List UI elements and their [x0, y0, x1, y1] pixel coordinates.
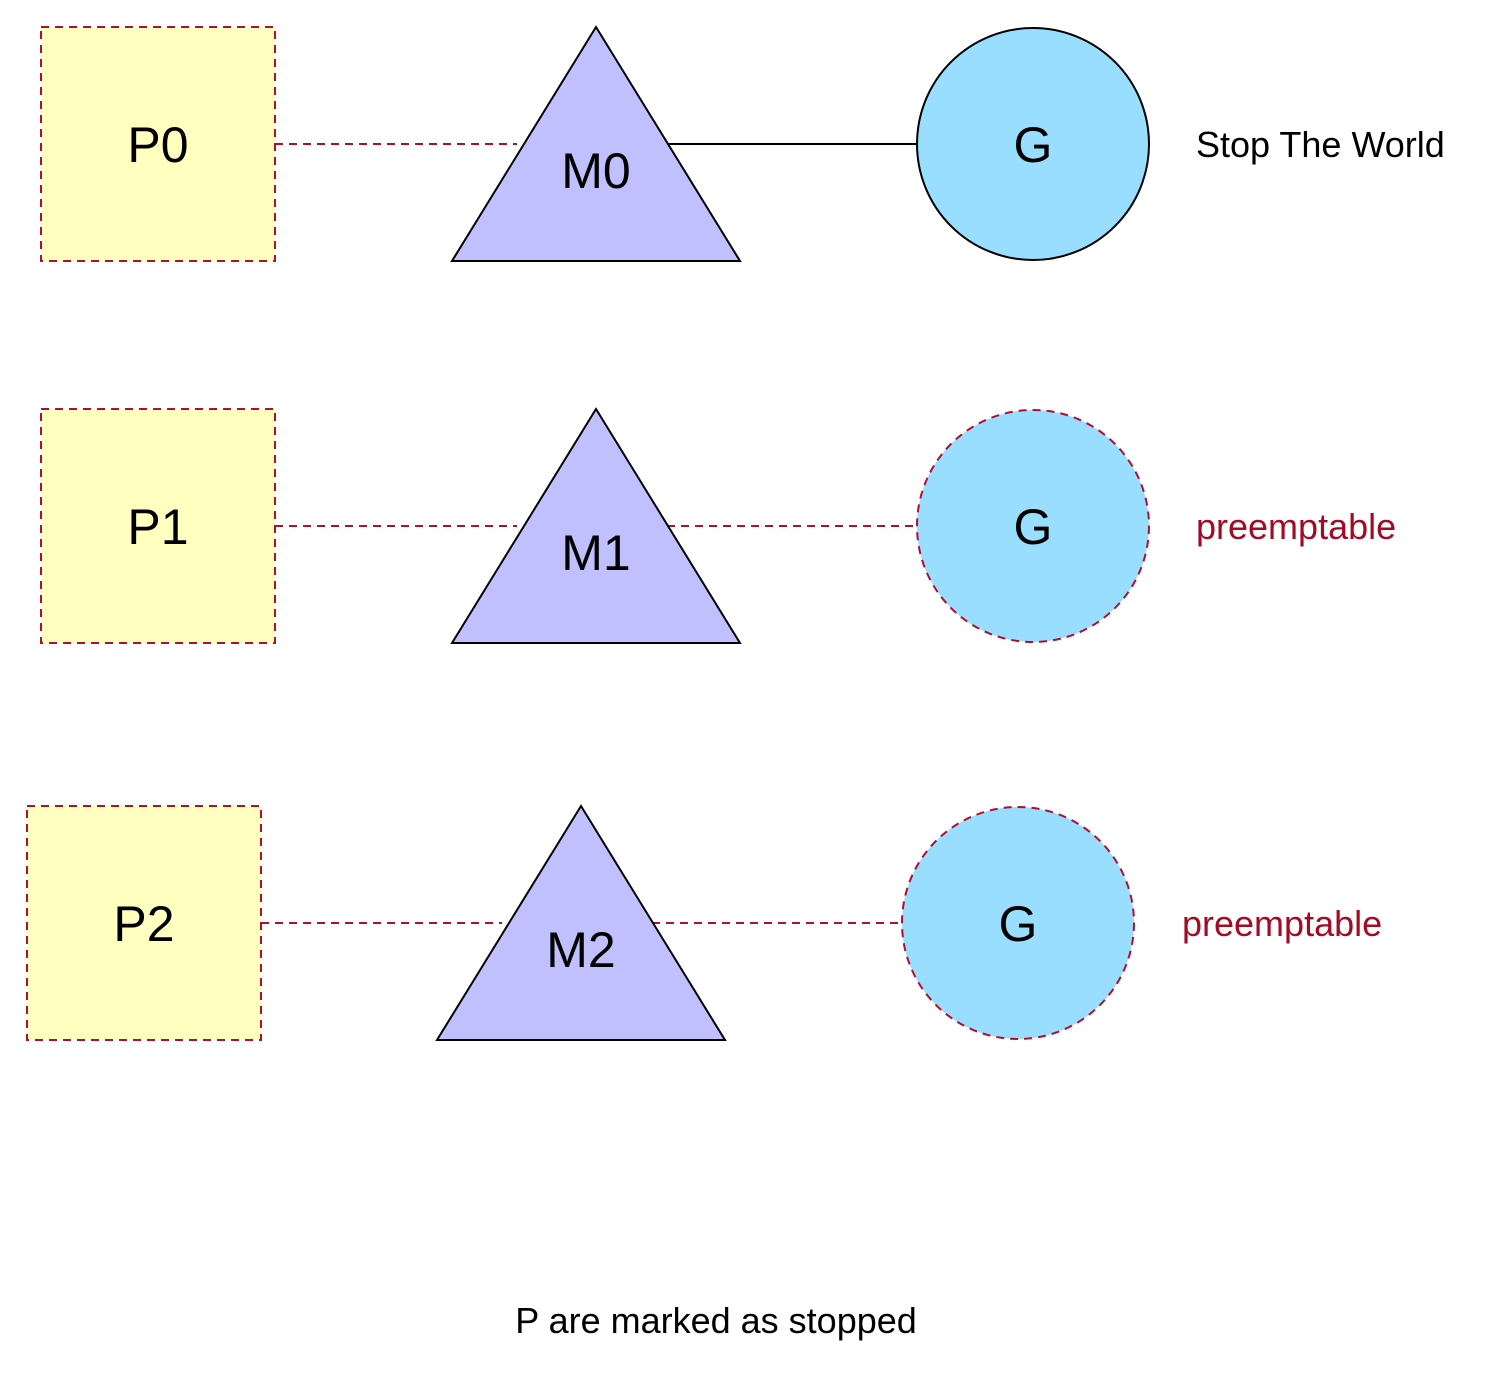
processor-p2-box — [26, 805, 262, 1041]
machine-m1-triangle — [450, 407, 742, 644]
processor-p2-label: P2 — [113, 896, 174, 952]
machine-m0-label: M0 — [561, 143, 630, 199]
goroutine-1-circle — [916, 409, 1150, 643]
machine-m2-triangle — [435, 804, 727, 1041]
goroutine-0-label: G — [1014, 117, 1053, 173]
goroutine-1-label: G — [1014, 499, 1053, 555]
machine-m0-triangle — [450, 25, 742, 262]
status-label-preemptable-1: preemptable — [1196, 506, 1396, 547]
row-2: P2 M2 G preemptable — [26, 804, 1382, 1041]
processor-p1-label: P1 — [127, 499, 188, 555]
row-1: P1 M1 G preemptable — [40, 407, 1396, 644]
diagram-caption: P are marked as stopped — [515, 1300, 917, 1341]
processor-p1-box — [40, 408, 276, 644]
processor-p0-box — [40, 26, 276, 262]
machine-m2-label: M2 — [546, 922, 615, 978]
goroutine-2-circle — [901, 806, 1135, 1040]
status-label-preemptable-2: preemptable — [1182, 903, 1382, 944]
machine-m1-label: M1 — [561, 525, 630, 581]
goroutine-2-label: G — [999, 896, 1038, 952]
row-0: P0 M0 G Stop The World — [40, 25, 1445, 262]
goroutine-0-circle — [916, 27, 1150, 261]
processor-p0-label: P0 — [127, 117, 188, 173]
status-label-stop-the-world: Stop The World — [1196, 124, 1445, 165]
